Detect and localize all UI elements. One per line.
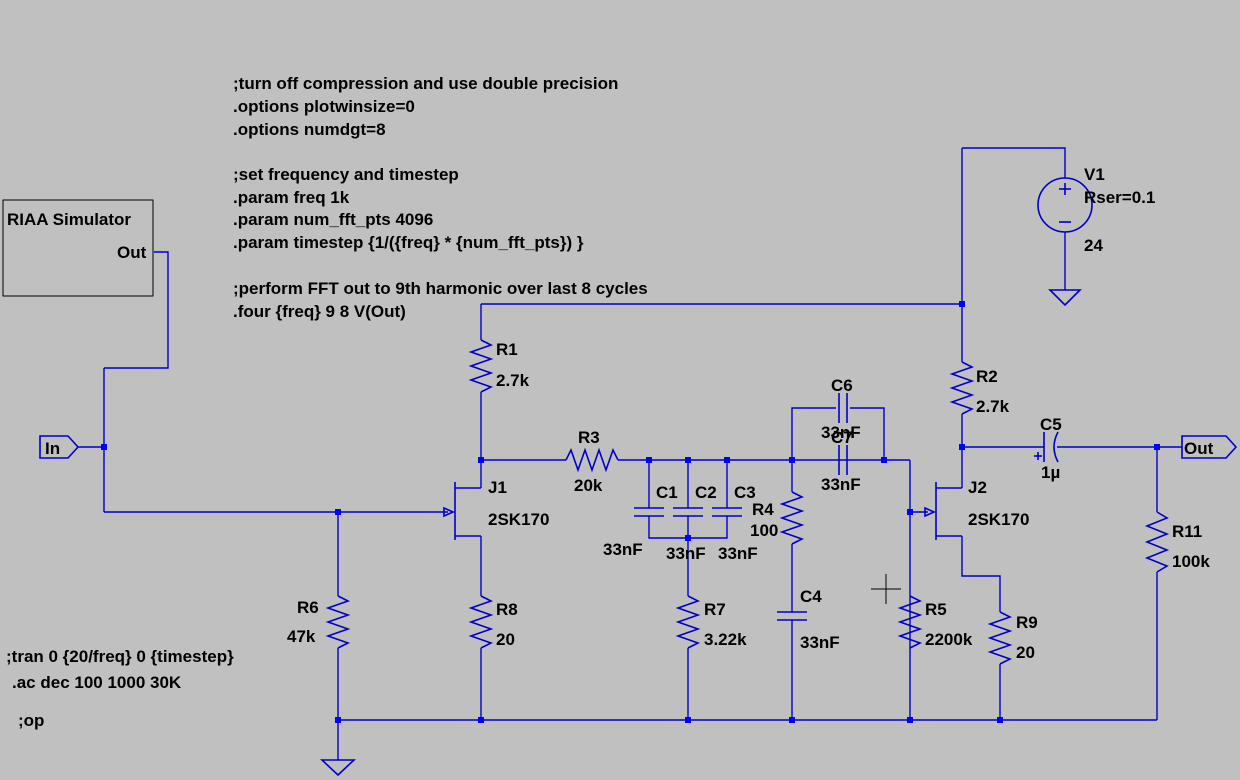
sim-command-tran: ;tran 0 {20/freq} 0 {timestep} xyxy=(6,647,234,666)
voltage-source-v1[interactable] xyxy=(1037,177,1093,233)
directive-line: ;turn off compression and use double pre… xyxy=(233,74,618,93)
label-r7-name: R7 xyxy=(704,600,726,619)
label-c7-value: 33nF xyxy=(821,475,861,494)
label-r11-value: 100k xyxy=(1172,552,1210,571)
label-c1-value: 33nF xyxy=(603,540,643,559)
label-r4-value: 100 xyxy=(750,521,778,540)
ground-symbol-v1 xyxy=(1048,289,1082,307)
riaa-block-title: RIAA Simulator xyxy=(7,210,131,229)
label-r8-name: R8 xyxy=(496,600,518,619)
resistor-r8[interactable] xyxy=(468,595,494,649)
svg-text:Out: Out xyxy=(1184,439,1214,458)
riaa-block-port: Out xyxy=(117,243,147,262)
directive-line: ;set frequency and timestep xyxy=(233,165,459,184)
junctions xyxy=(101,301,1160,723)
directive-line: .param num_fft_pts 4096 xyxy=(233,210,433,229)
capacitor-c6[interactable] xyxy=(838,393,848,423)
directive-line: .param timestep {1/({freq} * {num_fft_pt… xyxy=(233,233,584,252)
label-c2-value: 33nF xyxy=(666,544,706,563)
directive-line: .options plotwinsize=0 xyxy=(233,97,415,116)
resistor-r7[interactable] xyxy=(675,595,701,649)
riaa-simulator-block[interactable]: RIAA Simulator Out xyxy=(2,199,154,297)
jfet-j2[interactable] xyxy=(924,482,962,540)
spice-directives: ;turn off compression and use double pre… xyxy=(233,74,648,321)
label-r6-value: 47k xyxy=(287,627,316,646)
label-j2-value: 2SK170 xyxy=(968,510,1029,529)
resistor-r3[interactable] xyxy=(565,447,619,473)
label-r9-value: 20 xyxy=(1016,643,1035,662)
label-c1-name: C1 xyxy=(656,483,678,502)
capacitor-c1[interactable] xyxy=(634,507,664,517)
sim-command-op: ;op xyxy=(18,711,44,730)
jfet-j1[interactable] xyxy=(443,482,481,540)
wires xyxy=(78,147,1182,760)
label-v1-name: V1 xyxy=(1084,165,1105,184)
sim-command-ac: .ac dec 100 1000 30K xyxy=(12,673,182,692)
label-r3-name: R3 xyxy=(578,428,600,447)
directive-line: ;perform FFT out to 9th harmonic over la… xyxy=(233,279,648,298)
directive-line: .param freq 1k xyxy=(233,188,350,207)
label-c4-value: 33nF xyxy=(800,633,840,652)
label-c3-name: C3 xyxy=(734,483,756,502)
label-r3-value: 20k xyxy=(574,476,603,495)
label-j1-name: J1 xyxy=(488,478,507,497)
capacitor-c4[interactable] xyxy=(777,611,807,621)
resistor-r9[interactable] xyxy=(987,611,1013,665)
resistor-r2[interactable] xyxy=(949,361,975,415)
label-c4-name: C4 xyxy=(800,587,822,606)
net-label-in[interactable]: In xyxy=(39,435,80,459)
resistor-r11[interactable] xyxy=(1144,511,1170,573)
label-r8-value: 20 xyxy=(496,630,515,649)
label-c7-name: C7 xyxy=(831,428,853,447)
label-j2-name: J2 xyxy=(968,478,987,497)
crosshair-cursor-icon xyxy=(871,574,901,604)
label-c5-name: C5 xyxy=(1040,415,1062,434)
resistor-r6[interactable] xyxy=(325,595,351,649)
label-c3-value: 33nF xyxy=(718,544,758,563)
capacitor-c7[interactable] xyxy=(838,445,848,475)
svg-text:In: In xyxy=(45,439,60,458)
label-j1-value: 2SK170 xyxy=(488,510,549,529)
label-c6-name: C6 xyxy=(831,376,853,395)
ground-symbol-main xyxy=(319,759,357,777)
component-labels: V1 Rser=0.1 24 R1 2.7k R2 2.7k R3 20k C6… xyxy=(287,165,1210,662)
label-r1-name: R1 xyxy=(496,340,518,359)
net-label-out[interactable]: Out xyxy=(1181,435,1238,459)
label-r9-name: R9 xyxy=(1016,613,1038,632)
capacitor-c2[interactable] xyxy=(673,507,703,517)
label-r11-name: R11 xyxy=(1172,522,1202,541)
label-c5-value: 1µ xyxy=(1041,463,1060,482)
label-r7-value: 3.22k xyxy=(704,630,747,649)
label-r1-value: 2.7k xyxy=(496,371,530,390)
label-r2-name: R2 xyxy=(976,367,998,386)
label-r4-name: R4 xyxy=(752,500,774,519)
resistor-r4[interactable] xyxy=(779,491,805,545)
label-r2-value: 2.7k xyxy=(976,397,1010,416)
resistor-r5[interactable] xyxy=(897,595,923,649)
label-v1-param: Rser=0.1 xyxy=(1084,188,1155,207)
directive-line: .options numdgt=8 xyxy=(233,120,386,139)
resistor-r1[interactable] xyxy=(468,339,494,393)
label-r5-value: 2200k xyxy=(925,630,973,649)
simulation-commands: ;tran 0 {20/freq} 0 {timestep} .ac dec 1… xyxy=(6,647,234,730)
label-v1-value: 24 xyxy=(1084,236,1103,255)
capacitor-c3[interactable] xyxy=(712,507,742,517)
directive-line: .four {freq} 9 8 V(Out) xyxy=(233,302,406,321)
label-r6-name: R6 xyxy=(297,598,319,617)
label-c2-name: C2 xyxy=(695,483,717,502)
label-c6-value: 33nF xyxy=(821,423,861,442)
capacitor-c5[interactable] xyxy=(1034,431,1059,463)
label-r5-name: R5 xyxy=(925,600,947,619)
